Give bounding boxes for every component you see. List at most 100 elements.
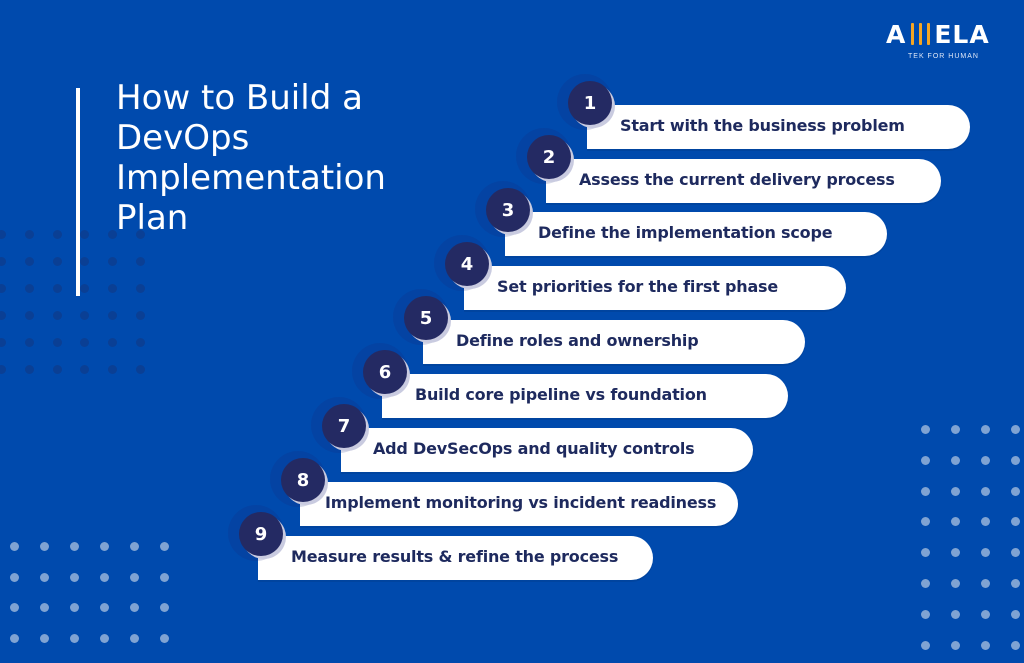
step-4: Set priorities for the first phase 4: [0, 235, 1024, 310]
step-pill: Build core pipeline vs foundation: [382, 374, 788, 418]
decorative-dot: [0, 284, 6, 293]
decorative-dot: [40, 542, 49, 551]
title-accent-bar: [76, 88, 80, 296]
logo-tagline: TEK FOR HUMAN: [908, 53, 979, 60]
decorative-dot: [136, 365, 145, 374]
decorative-dot: [53, 284, 62, 293]
decorative-dot: [40, 603, 49, 612]
decorative-dot: [108, 365, 117, 374]
decorative-dot: [108, 257, 117, 266]
decorative-dot: [921, 487, 930, 496]
logo-bars-icon: [908, 23, 932, 45]
step-pill: Start with the business problem: [587, 105, 970, 149]
step-label: Set priorities for the first phase: [497, 277, 779, 296]
decorative-dot: [70, 603, 79, 612]
decorative-dot: [1011, 579, 1020, 588]
step-pill: Implement monitoring vs incident readine…: [300, 482, 738, 526]
decorative-dot: [951, 579, 960, 588]
decorative-dot: [10, 603, 19, 612]
decorative-dot: [108, 311, 117, 320]
decorative-dot: [981, 456, 990, 465]
decorative-dot: [80, 284, 89, 293]
decorative-dot: [53, 311, 62, 320]
title-line: DevOps: [116, 118, 250, 158]
decorative-dot: [136, 230, 145, 239]
decorative-dot: [136, 311, 145, 320]
step-number-badge: 4: [445, 242, 489, 286]
decorative-dot: [80, 311, 89, 320]
decorative-dot: [0, 338, 6, 347]
decorative-dot: [921, 548, 930, 557]
decorative-dot: [10, 573, 19, 582]
decorative-dot: [108, 284, 117, 293]
decorative-dot: [100, 603, 109, 612]
step-3: Define the implementation scope 3: [0, 181, 1024, 256]
decorative-dot: [136, 338, 145, 347]
decorative-dot: [25, 230, 34, 239]
decorative-dot: [80, 257, 89, 266]
step-6: Build core pipeline vs foundation 6: [0, 343, 1024, 418]
logo-letter-a: A: [886, 20, 907, 49]
step-label: Implement monitoring vs incident readine…: [325, 493, 717, 512]
step-9: Measure results & refine the process 9: [0, 505, 1024, 580]
decorative-dot: [981, 610, 990, 619]
decorative-dot: [25, 284, 34, 293]
decorative-dot: [160, 542, 169, 551]
decorative-dot: [1011, 425, 1020, 434]
decorative-dot: [100, 634, 109, 643]
decorative-dot: [130, 603, 139, 612]
title-line: How to Build a: [116, 78, 363, 118]
decorative-dot: [70, 573, 79, 582]
decorative-dot: [160, 634, 169, 643]
step-label: Assess the current delivery process: [579, 170, 895, 189]
decorative-dot: [981, 517, 990, 526]
decorative-dot: [1011, 456, 1020, 465]
decorative-dot: [70, 542, 79, 551]
decorative-dot: [921, 641, 930, 650]
step-pill: Set priorities for the first phase: [464, 266, 846, 310]
step-pill: Define the implementation scope: [505, 212, 887, 256]
decorative-dot: [921, 579, 930, 588]
decorative-dot: [0, 365, 6, 374]
decorative-dot: [951, 425, 960, 434]
decorative-dot: [80, 230, 89, 239]
decorative-dot: [981, 487, 990, 496]
step-2: Assess the current delivery process 2: [0, 128, 1024, 203]
decorative-dot: [25, 338, 34, 347]
step-label: Start with the business problem: [620, 116, 905, 135]
step-number-badge: 8: [281, 458, 325, 502]
decorative-dot: [130, 634, 139, 643]
decorative-dot: [40, 634, 49, 643]
decorative-dot: [951, 517, 960, 526]
decorative-dot: [921, 610, 930, 619]
decorative-dot: [100, 573, 109, 582]
decorative-dot: [981, 579, 990, 588]
decorative-dot: [136, 257, 145, 266]
decorative-dot: [10, 542, 19, 551]
decorative-dot: [981, 425, 990, 434]
decorative-dot: [25, 311, 34, 320]
decorative-dot: [160, 573, 169, 582]
step-number-badge: 2: [527, 135, 571, 179]
page-title: How to Build a DevOps Implementation Pla…: [116, 78, 456, 238]
step-number-badge: 9: [239, 512, 283, 556]
decorative-dot: [951, 548, 960, 557]
decorative-dot: [80, 365, 89, 374]
title-line: Plan: [116, 198, 189, 238]
title-line: Implementation: [116, 158, 386, 198]
decorative-dot: [0, 257, 6, 266]
step-7: Add DevSecOps and quality controls 7: [0, 397, 1024, 472]
decorative-dot: [80, 338, 89, 347]
decorative-dot: [951, 610, 960, 619]
decorative-dot: [951, 456, 960, 465]
decorative-dot: [951, 641, 960, 650]
step-number-badge: 6: [363, 350, 407, 394]
decorative-dot: [25, 257, 34, 266]
step-pill: Assess the current delivery process: [546, 159, 941, 203]
decorative-dot: [1011, 517, 1020, 526]
decorative-dot: [53, 338, 62, 347]
decorative-dot: [108, 338, 117, 347]
